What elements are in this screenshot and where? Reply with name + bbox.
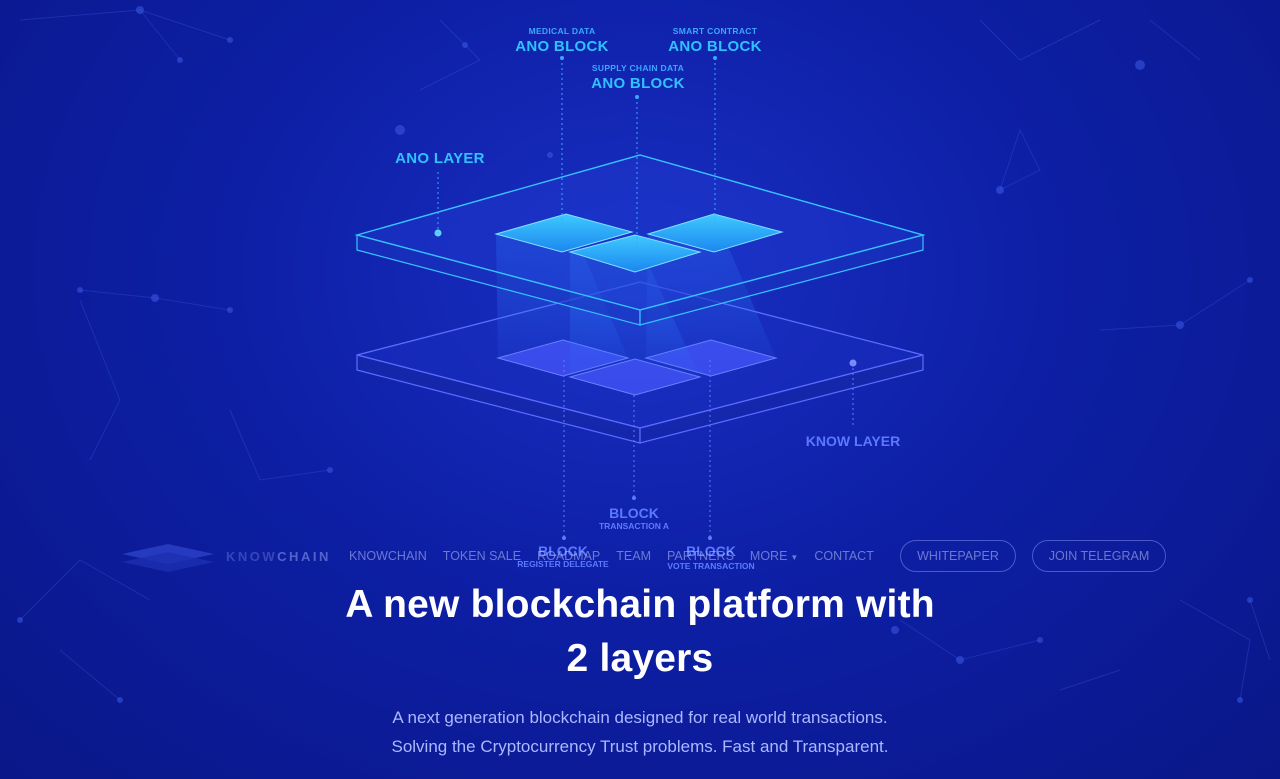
ano-block-1-caption: MEDICAL DATA: [529, 26, 596, 36]
nav-link-more[interactable]: MORE▼: [750, 549, 798, 563]
hero-subtitle: A next generation blockchain designed fo…: [0, 703, 1280, 761]
ano-layer-label: ANO LAYER: [395, 150, 485, 167]
know-layer-label: KNOW LAYER: [806, 433, 900, 449]
nav-link-roadmap[interactable]: ROADMAP: [537, 549, 601, 563]
hero-title-line1: A new blockchain platform with: [345, 583, 935, 626]
leader-lines: [437, 58, 854, 538]
hero-subtitle-line1: A next generation blockchain designed fo…: [392, 708, 888, 727]
know-block-3-caption: VOTE TRANSACTION: [667, 561, 754, 571]
nav-link-partners[interactable]: PARTNERS: [667, 549, 734, 563]
brand-know: KNOW: [226, 549, 278, 564]
whitepaper-button[interactable]: WHITEPAPER: [900, 540, 1016, 572]
nav-links: KNOWCHAIN TOKEN SALE ROADMAP TEAM PARTNE…: [349, 549, 890, 563]
chevron-down-icon: ▼: [790, 553, 799, 562]
nav-link-contact[interactable]: CONTACT: [814, 549, 874, 563]
knowchain-logo-icon[interactable]: [118, 540, 218, 576]
navbar: KNOWCHAIN KNOWCHAIN TOKEN SALE ROADMAP T…: [0, 535, 1280, 579]
ano-block-3-title: ANO BLOCK: [668, 38, 762, 55]
nav-link-more-label: MORE: [749, 549, 788, 563]
nav-link-team[interactable]: TEAM: [616, 549, 651, 563]
brand-chain: CHAIN: [277, 549, 331, 564]
ano-block-3-caption: SMART CONTRACT: [673, 26, 758, 36]
nav-link-token-sale[interactable]: TOKEN SALE: [442, 549, 522, 563]
know-block-3-title: BLOCK: [686, 543, 736, 559]
hero-title: A new blockchain platform with 2 layers: [0, 578, 1280, 686]
hero-subtitle-line2: Solving the Cryptocurrency Trust problem…: [391, 737, 889, 756]
know-block-1-caption: TRANSACTION A: [599, 521, 669, 531]
ano-block-1-title: ANO BLOCK: [515, 38, 609, 55]
ano-block-2-title: ANO BLOCK: [591, 75, 685, 92]
brand-name[interactable]: KNOWCHAIN: [226, 549, 331, 564]
join-telegram-button[interactable]: JOIN TELEGRAM: [1032, 540, 1166, 572]
hero-title-line2: 2 layers: [566, 637, 714, 680]
know-block-2-title: BLOCK: [538, 543, 588, 559]
know-block-2-caption: REGISTER DELEGATE: [517, 559, 609, 569]
know-block-1-title: BLOCK: [609, 505, 659, 521]
ano-layer-plane: [354, 154, 926, 326]
two-layer-diagram: MEDICAL DATA ANO BLOCK SMART CONTRACT AN…: [354, 26, 926, 571]
nav-link-knowchain[interactable]: KNOWCHAIN: [349, 549, 427, 563]
ano-block-2-caption: SUPPLY CHAIN DATA: [592, 63, 684, 73]
